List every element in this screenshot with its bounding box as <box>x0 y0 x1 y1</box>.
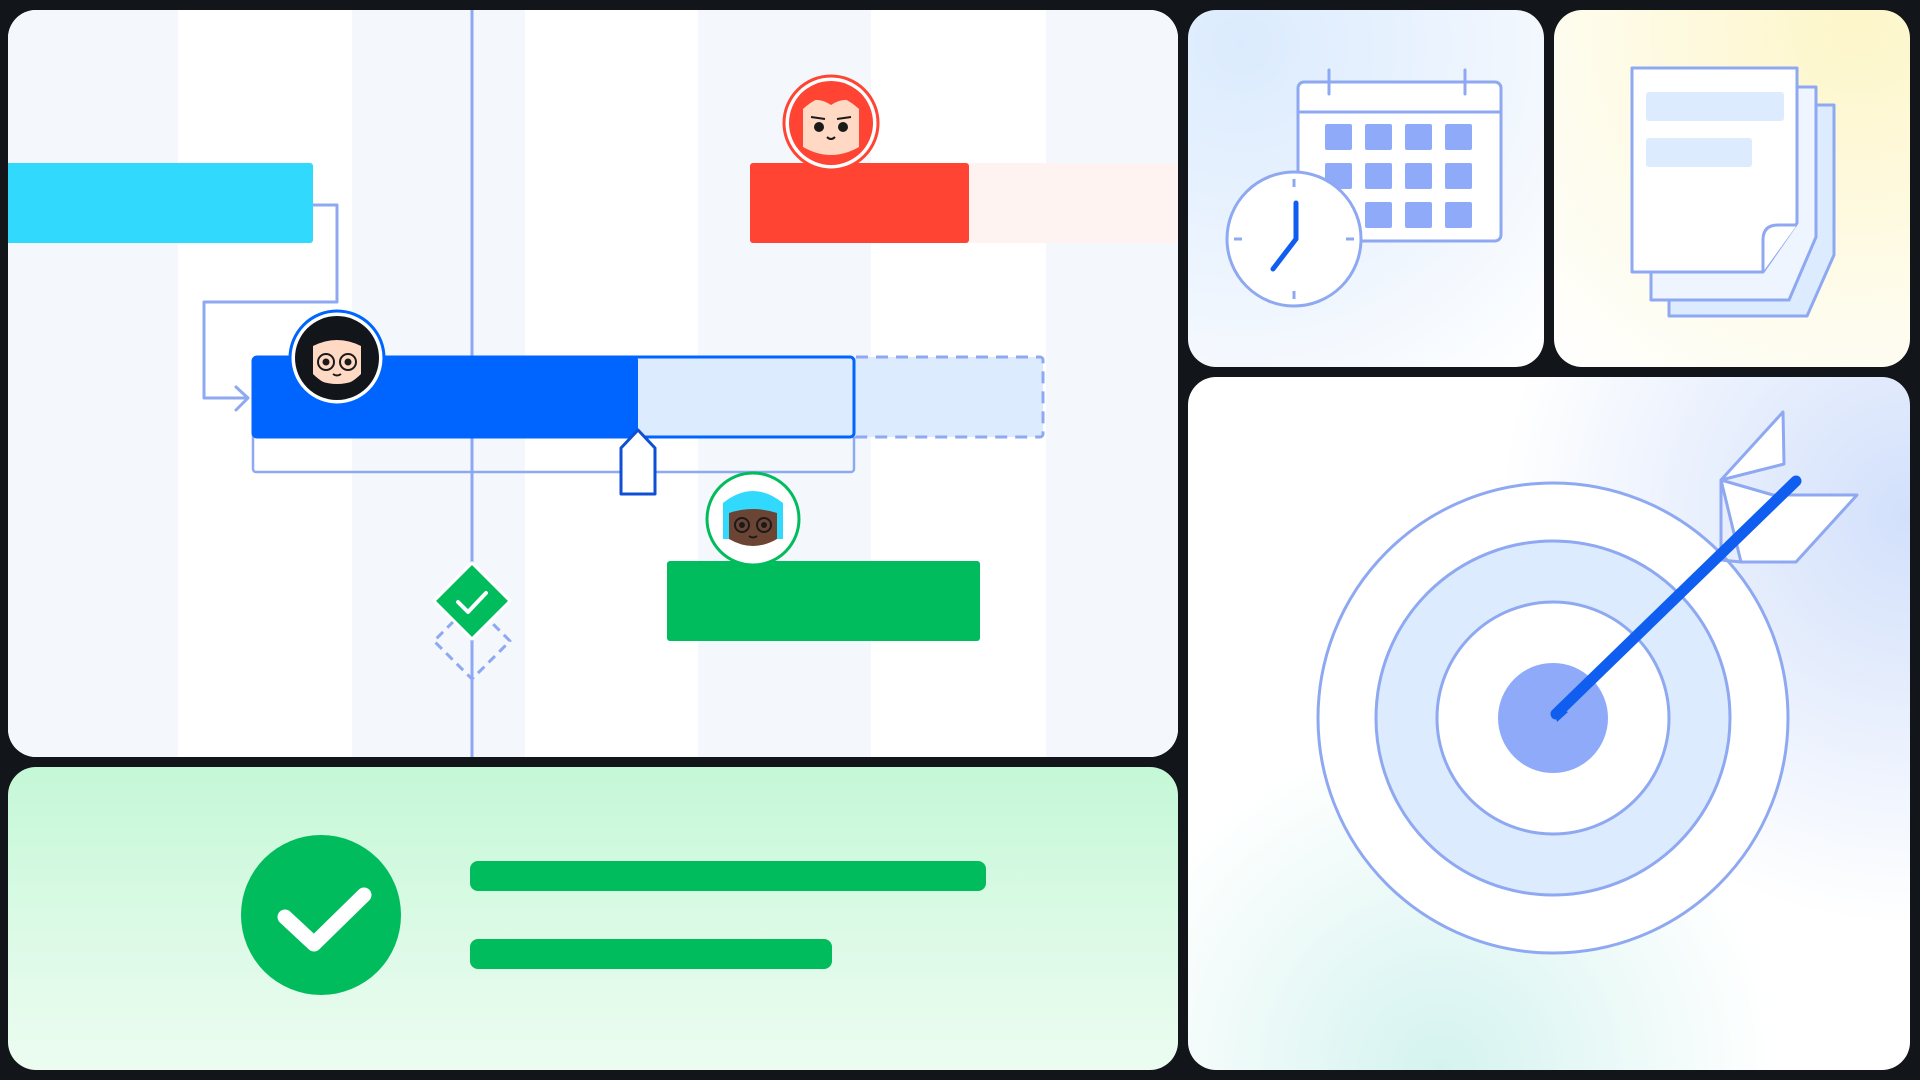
document-panel <box>1554 10 1910 367</box>
target-panel <box>1188 377 1910 1070</box>
grid-column <box>1046 10 1178 757</box>
task-bar-red-extension <box>969 163 1178 243</box>
text-line-placeholder <box>470 939 832 969</box>
pentagon-marker-icon[interactable] <box>619 428 657 496</box>
success-canvas <box>241 835 986 995</box>
avatar-red-hair-icon[interactable] <box>782 74 880 172</box>
avatar-black-hair-icon[interactable] <box>288 309 386 407</box>
calendar-panel <box>1188 10 1544 367</box>
document-canvas <box>1630 66 1836 318</box>
success-panel <box>8 767 1178 1070</box>
task-bar-green[interactable] <box>667 561 980 641</box>
target-arrow-icon <box>1316 410 1859 955</box>
target-canvas <box>1316 410 1859 955</box>
calendar-canvas <box>1225 68 1503 308</box>
gantt-chart-panel <box>8 10 1178 757</box>
dependency-arrow-icon <box>234 385 250 412</box>
task-bar-ghost-dashed <box>851 355 1045 439</box>
check-circle-icon <box>241 835 401 995</box>
gantt-chart-canvas <box>8 10 1178 757</box>
grid-column <box>8 10 178 757</box>
document-stack-icon <box>1630 66 1836 318</box>
clock-icon <box>1225 170 1363 308</box>
task-bar-cyan[interactable] <box>8 163 313 243</box>
avatar-teal-hair-icon[interactable] <box>705 471 801 567</box>
text-line-placeholder <box>470 861 986 891</box>
dependency-connector <box>202 203 339 400</box>
diamond-check-icon[interactable] <box>432 561 512 681</box>
task-bar-red[interactable] <box>750 163 969 243</box>
